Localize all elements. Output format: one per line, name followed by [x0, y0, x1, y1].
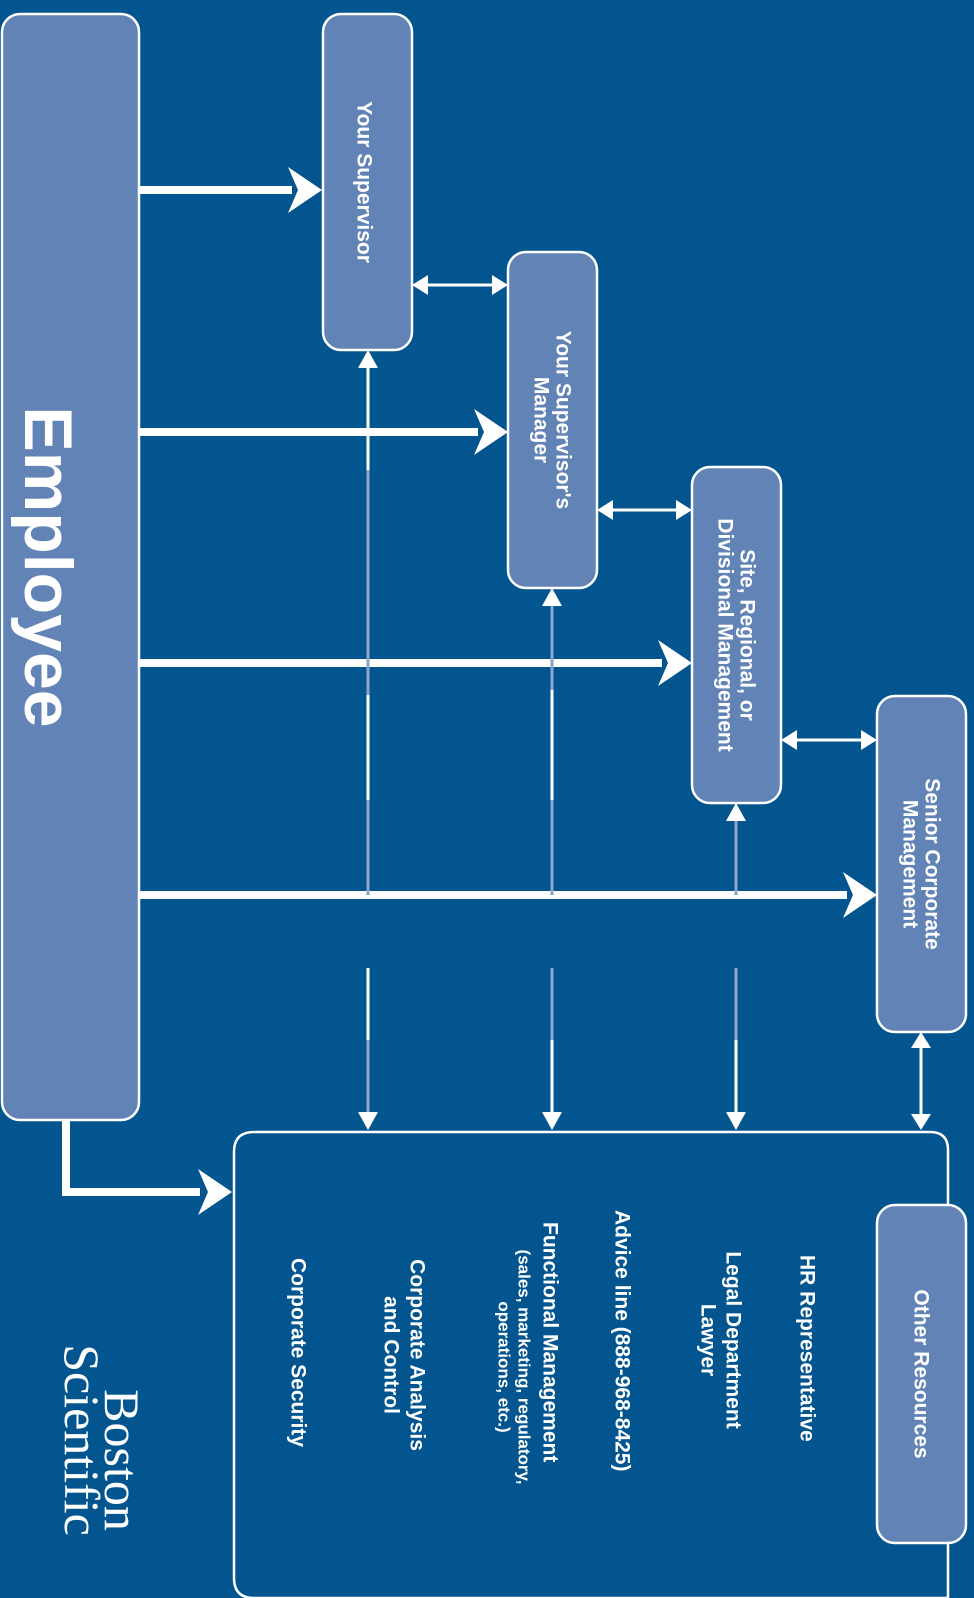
other-resources-panel: Other Resources HR Representative Legal … — [232, 1130, 968, 1598]
peer-double-arrows — [412, 275, 931, 1130]
site-management-node: Site, Regional, or Divisional Management — [690, 465, 783, 805]
boston-scientific-logo: Boston Scientific — [54, 1344, 150, 1536]
downward-arrows — [358, 968, 746, 1130]
resource-corp-analysis-line1: Corporate Analysis — [406, 1259, 429, 1451]
resource-advice-line: Advice line (888-968-8425) — [611, 1210, 634, 1471]
resource-functional-sub1: (sales, marketing, regulatory, — [515, 1250, 534, 1485]
site-management-line2: Divisional Management — [714, 518, 737, 751]
resource-functional-sub2: operations, etc.) — [495, 1301, 514, 1432]
other-resources-header: Other Resources — [910, 1289, 933, 1458]
logo-line2: Scientific — [54, 1344, 110, 1536]
resource-corp-security: Corporate Security — [287, 1258, 310, 1447]
senior-management-node: Senior Corporate Management — [875, 694, 968, 1034]
upward-arrows — [358, 350, 746, 895]
supervisors-manager-node: Your Supervisor's Manager — [506, 250, 599, 590]
senior-management-line2: Management — [899, 800, 922, 928]
employee-label: Employee — [10, 406, 86, 727]
resource-legal-line1: Legal Department — [722, 1251, 745, 1428]
resource-legal-line2: Lawyer — [697, 1304, 720, 1376]
employee-arrows — [62, 167, 877, 1215]
supervisors-manager-line1: Your Supervisor's — [552, 331, 575, 510]
logo-line1: Boston — [94, 1389, 150, 1531]
site-management-line1: Site, Regional, or — [736, 549, 759, 721]
supervisor-label: Your Supervisor — [353, 101, 376, 263]
resource-corp-analysis-line2: and Control — [380, 1296, 403, 1414]
supervisors-manager-line2: Manager — [530, 377, 553, 463]
resource-functional: Functional Management — [539, 1222, 562, 1462]
senior-management-line1: Senior Corporate — [921, 778, 944, 950]
supervisor-node: Your Supervisor — [321, 12, 414, 352]
employee-node: Employee — [0, 12, 141, 1122]
resource-hr: HR Representative — [796, 1255, 819, 1442]
